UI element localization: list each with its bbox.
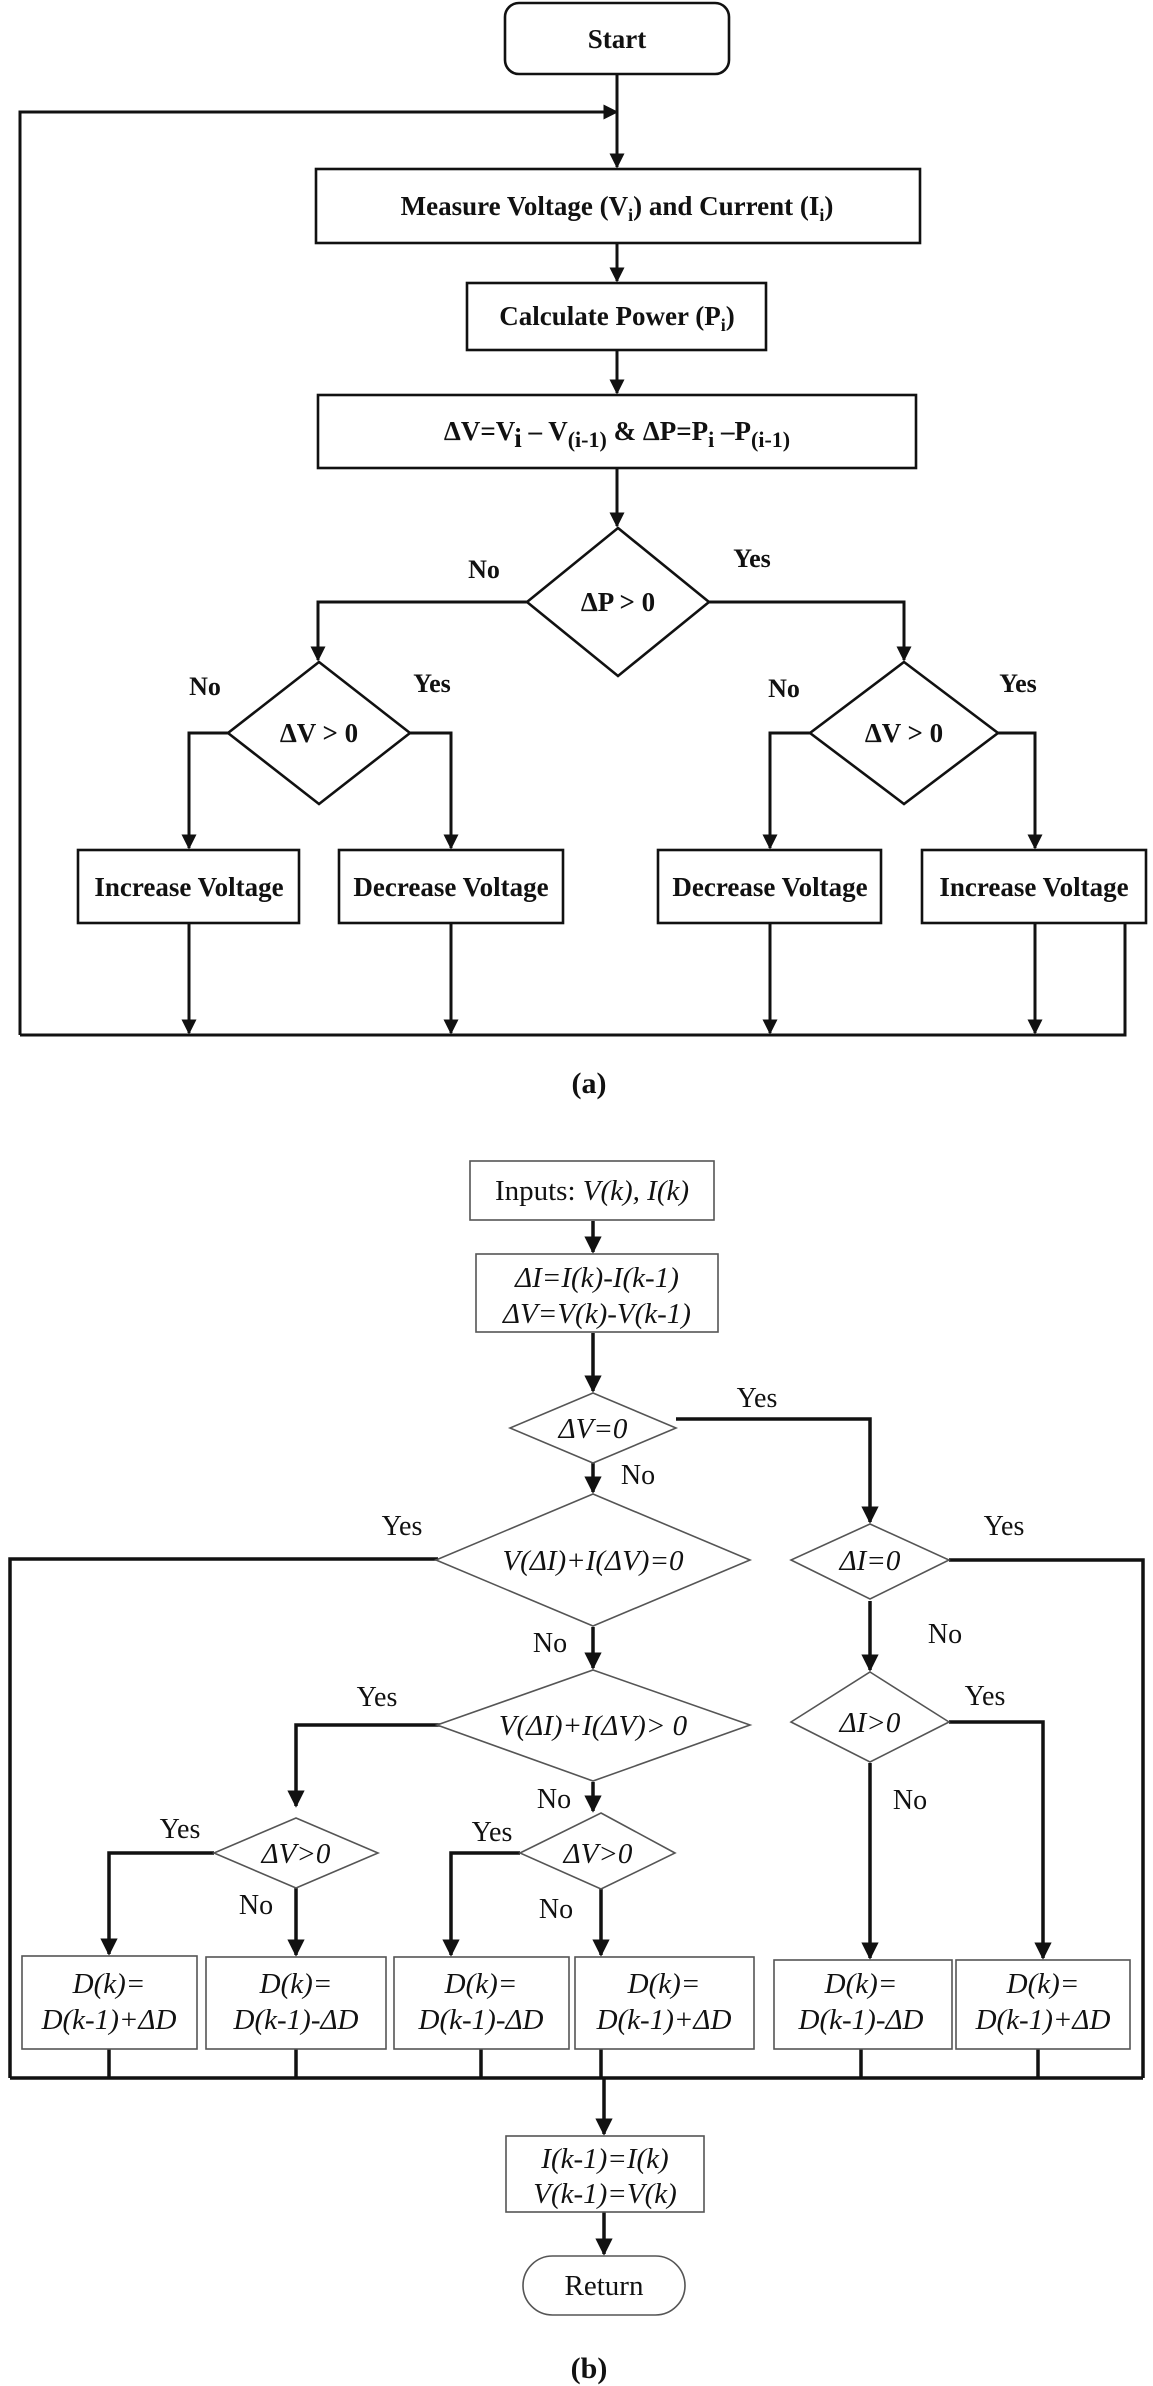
delta-v-label: ΔV=V(k)-V(k-1) bbox=[502, 1298, 691, 1330]
dv-right-yes-label: Yes bbox=[999, 669, 1037, 698]
delta-i-label: ΔI=I(k)-I(k-1) bbox=[514, 1262, 679, 1294]
dv-right-no-label: No bbox=[768, 674, 800, 703]
dv-gt-decision-mid bbox=[518, 1812, 677, 1890]
increase-voltage-label-1: Increase Voltage bbox=[94, 872, 283, 902]
inc-eq-no-label: No bbox=[533, 1628, 567, 1659]
di-gt-yes-label: Yes bbox=[965, 1681, 1006, 1712]
di-gt-label: ΔI>0 bbox=[839, 1707, 901, 1739]
dv-gt-mid-yes-label: Yes bbox=[472, 1817, 513, 1848]
start-label: Start bbox=[588, 24, 646, 54]
dk-box-6 bbox=[955, 1959, 1131, 2050]
flowchart-a-connectors bbox=[18, 74, 1127, 1037]
dp-decision-label: ΔP > 0 bbox=[581, 587, 655, 617]
flowchart-a: Start Measure Voltage (Vi) and Current (… bbox=[18, 1, 1148, 1100]
dk-box-2-line1: D(k)= bbox=[259, 1968, 333, 2000]
return-terminal bbox=[522, 2255, 686, 2316]
return-label: Return bbox=[565, 2270, 644, 2302]
dk-box-4-line2: D(k-1)+ΔD bbox=[596, 2004, 732, 2036]
flowchart-b: Inputs: V(k), I(k) ΔI=I(k)-I(k-1) ΔV=V(k… bbox=[8, 1160, 1145, 2385]
caption-b: (b) bbox=[571, 2352, 608, 2385]
di-gt-decision bbox=[789, 1671, 951, 1763]
dv-zero-no-label: No bbox=[621, 1460, 655, 1491]
dk-box-6-line1: D(k)= bbox=[1006, 1968, 1080, 2000]
dp-decision bbox=[524, 526, 712, 678]
di-zero-yes-label: Yes bbox=[984, 1511, 1025, 1542]
delta-box bbox=[316, 393, 918, 470]
calculate-power-box bbox=[465, 281, 768, 352]
dp-yes-label: Yes bbox=[733, 544, 771, 573]
di-zero-no-label: No bbox=[928, 1619, 962, 1650]
dp-no-label: No bbox=[468, 555, 500, 584]
start-terminal bbox=[503, 1, 731, 76]
dk-box-4 bbox=[574, 1956, 755, 2050]
di-zero-decision bbox=[789, 1523, 951, 1600]
dk-box-3-line1: D(k)= bbox=[444, 1968, 518, 2000]
dk-box-3-line2: D(k-1)-ΔD bbox=[418, 2004, 544, 2036]
increase-voltage-label-2: Increase Voltage bbox=[939, 872, 1128, 902]
measure-label: Measure Voltage (Vi) and Current (Ii) bbox=[401, 191, 834, 225]
dv-gt-decision-left bbox=[211, 1817, 381, 1889]
measure-box bbox=[314, 167, 922, 245]
decrease-voltage-box-2 bbox=[656, 848, 883, 925]
dk-box-5-line2: D(k-1)-ΔD bbox=[798, 2004, 924, 2036]
dk-box-5-line1: D(k)= bbox=[824, 1968, 898, 2000]
flowchart-b-connectors bbox=[8, 1221, 1145, 2256]
delta-label: ΔV=Vi – V(i-1) & ΔP=Pi –P(i-1) bbox=[444, 416, 790, 453]
decrease-voltage-label-2: Decrease Voltage bbox=[672, 872, 867, 902]
inc-eq-decision bbox=[433, 1493, 753, 1627]
inputs-label: Inputs: V(k), I(k) bbox=[495, 1175, 689, 1207]
dk-box-3 bbox=[393, 1956, 570, 2050]
dk-box-5 bbox=[773, 1959, 953, 2050]
decrease-voltage-label-1: Decrease Voltage bbox=[353, 872, 548, 902]
inc-eq-yes-label: Yes bbox=[382, 1511, 423, 1542]
dv-left-yes-label: Yes bbox=[413, 669, 451, 698]
inc-gt-label: V(ΔI)+I(ΔV)> 0 bbox=[499, 1710, 688, 1742]
increase-voltage-box-2 bbox=[920, 848, 1148, 925]
dv-zero-label: ΔV=0 bbox=[558, 1413, 628, 1445]
update-box bbox=[505, 2135, 705, 2213]
decrease-voltage-box-1 bbox=[337, 848, 565, 925]
dv-gt-left-label: ΔV>0 bbox=[261, 1838, 331, 1870]
dv-decision-right bbox=[807, 660, 1001, 806]
dv-decision-left-label: ΔV > 0 bbox=[280, 718, 358, 748]
di-gt-no-label: No bbox=[893, 1785, 927, 1816]
inputs-box bbox=[469, 1160, 715, 1221]
dv-zero-yes-label: Yes bbox=[737, 1383, 778, 1414]
dv-gt-mid-label: ΔV>0 bbox=[563, 1838, 633, 1870]
delta-b-box bbox=[475, 1253, 719, 1333]
inc-gt-yes-label: Yes bbox=[357, 1682, 398, 1713]
dk-box-6-line2: D(k-1)+ΔD bbox=[975, 2004, 1111, 2036]
dk-box-4-line1: D(k)= bbox=[627, 1968, 701, 2000]
dv-decision-left bbox=[225, 660, 413, 806]
inc-gt-decision bbox=[434, 1669, 753, 1782]
inc-eq-label: V(ΔI)+I(ΔV)=0 bbox=[502, 1545, 684, 1577]
dk-box-1-line2: D(k-1)+ΔD bbox=[41, 2004, 177, 2036]
increase-voltage-box-1 bbox=[76, 848, 301, 925]
di-zero-label: ΔI=0 bbox=[839, 1545, 901, 1577]
dk-box-2 bbox=[205, 1956, 387, 2050]
dv-gt-mid-no-label: No bbox=[539, 1894, 573, 1925]
caption-a: (a) bbox=[572, 1067, 607, 1100]
update-v-label: V(k-1)=V(k) bbox=[533, 2178, 677, 2210]
update-i-label: I(k-1)=I(k) bbox=[540, 2143, 668, 2175]
dv-zero-decision-shape bbox=[507, 1392, 679, 1464]
dv-left-no-label: No bbox=[189, 672, 221, 701]
dv-gt-left-yes-label: Yes bbox=[160, 1814, 201, 1845]
dv-gt-left-no-label: No bbox=[239, 1890, 273, 1921]
dv-decision-right-label: ΔV > 0 bbox=[865, 718, 943, 748]
dk-box-2-line2: D(k-1)-ΔD bbox=[233, 2004, 359, 2036]
dk-box-1-line1: D(k)= bbox=[72, 1968, 146, 2000]
calculate-power-label: Calculate Power (Pi) bbox=[499, 301, 734, 335]
inc-gt-no-label: No bbox=[537, 1784, 571, 1815]
dk-box-1 bbox=[21, 1955, 198, 2050]
